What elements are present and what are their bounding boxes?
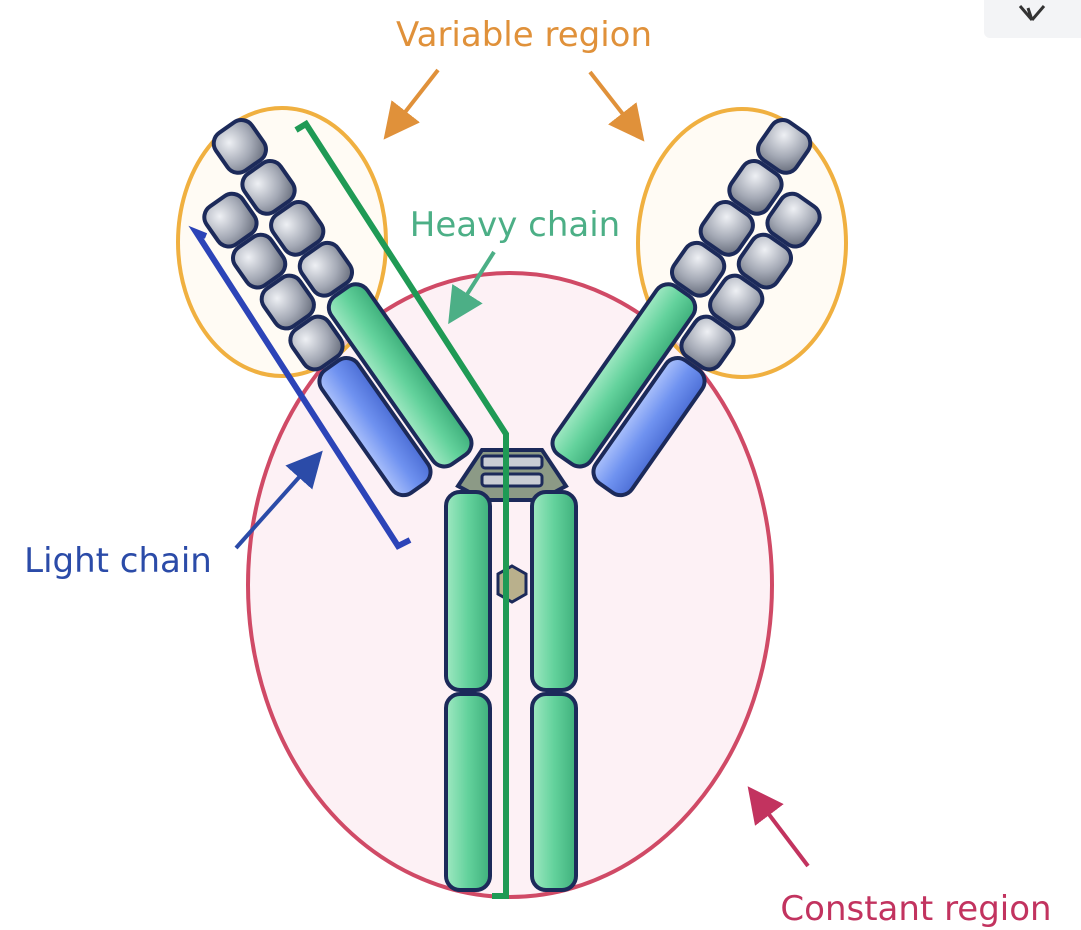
constant-region-label: Constant region [780, 889, 1051, 929]
variable-region-arrow-right [590, 72, 640, 136]
heavy-chain-label: Heavy chain [410, 205, 620, 245]
variable-region-label: Variable region [396, 15, 652, 55]
expand-button[interactable] [984, 0, 1081, 38]
light-chain-label: Light chain [24, 541, 212, 581]
carbohydrate-icon [498, 566, 526, 602]
constant-region-arrow [752, 792, 808, 866]
expand-icon [984, 0, 1081, 38]
variable-region-arrow-left [388, 70, 438, 134]
